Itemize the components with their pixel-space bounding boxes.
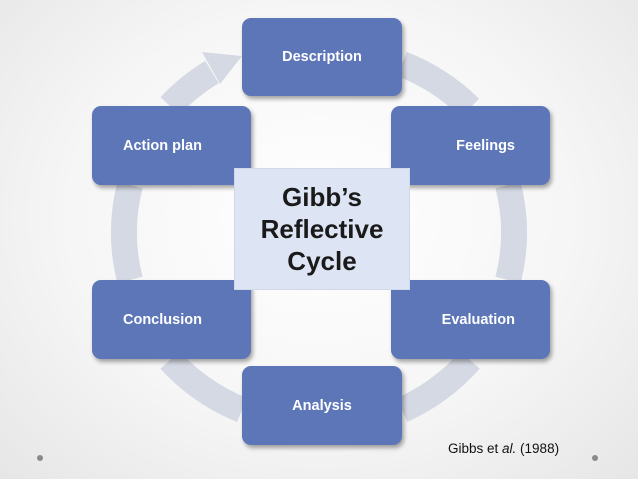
- ring-segment-evaluation-analysis: [396, 351, 480, 422]
- citation-year: (1988): [516, 441, 560, 456]
- ring-segment-description-feelings: [397, 51, 480, 118]
- stage-analysis: Analysis: [242, 366, 402, 445]
- center-title-line-2: Reflective: [260, 214, 384, 244]
- stage-feelings-label: Feelings: [456, 137, 515, 154]
- stage-conclusion: Conclusion: [92, 280, 251, 359]
- stage-description-label: Description: [282, 49, 362, 65]
- ring-segment-conclusion-action: [111, 181, 143, 284]
- decorative-dot-right: [592, 455, 598, 461]
- center-title-line-1: Gibb’s: [282, 182, 362, 212]
- stage-action-plan-label: Action plan: [123, 137, 202, 154]
- cycle-arrowhead: [202, 52, 242, 84]
- stage-evaluation: Evaluation: [391, 280, 550, 359]
- stage-analysis-label: Analysis: [292, 397, 352, 414]
- citation-etal: al.: [502, 441, 517, 456]
- ring-segment-feelings-evaluation: [495, 181, 527, 284]
- ring-segment-analysis-conclusion: [160, 351, 248, 423]
- stage-evaluation-label: Evaluation: [441, 311, 515, 328]
- citation-authors: Gibbs et: [448, 441, 503, 456]
- stage-action-plan: Action plan: [92, 106, 251, 185]
- citation: Gibbs et al. (1988): [448, 441, 559, 456]
- stage-feelings: Feelings: [391, 106, 550, 185]
- decorative-dot-left: [37, 455, 43, 461]
- ring-segment-action-description: [160, 60, 219, 116]
- stage-conclusion-label: Conclusion: [123, 311, 202, 328]
- stage-description: Description: [242, 18, 402, 96]
- center-title-line-3: Cycle: [287, 246, 357, 276]
- center-title-box: Gibb’s Reflective Cycle: [234, 168, 410, 290]
